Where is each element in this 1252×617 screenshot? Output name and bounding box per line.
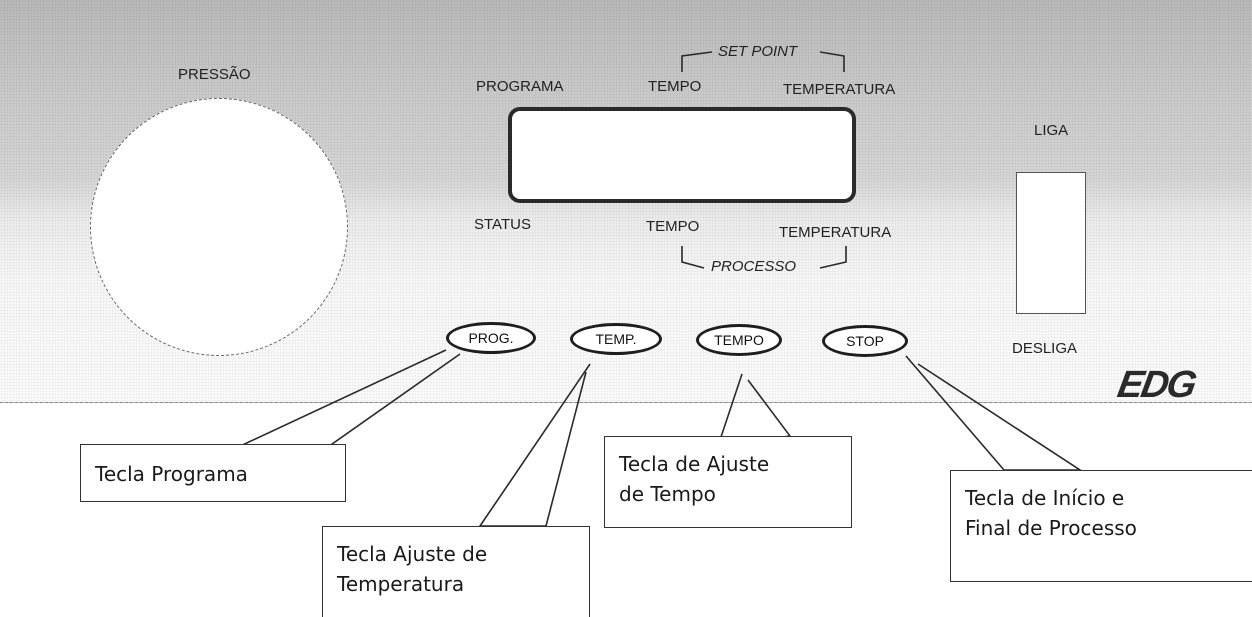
lcd-display [508,107,856,203]
process-group-label: PROCESSO [711,258,797,275]
callout-program-key: Tecla Programa [80,444,346,502]
tempo-key[interactable]: TEMPO [696,324,782,356]
process-time-label: TEMPO [646,218,700,235]
temp-key[interactable]: TEMP. [570,323,662,355]
callout-temperature-key: Tecla Ajuste de Temperatura [322,526,590,617]
callout-start-stop-key: Tecla de Início e Final de Processo [950,470,1252,582]
setpoint-group-label: SET POINT [718,43,798,60]
switch-off-label: DESLIGA [1012,340,1078,357]
setpoint-time-label: TEMPO [648,78,702,95]
program-label: PROGRAMA [476,78,564,95]
setpoint-temperature-label: TEMPERATURA [783,81,896,98]
process-temperature-label: TEMPERATURA [779,224,892,241]
power-switch[interactable] [1016,172,1086,314]
status-label: STATUS [474,216,531,233]
stop-key[interactable]: STOP [822,325,908,357]
pressure-label: PRESSÃO [178,66,251,83]
prog-key[interactable]: PROG. [446,322,536,354]
pressure-gauge [90,98,348,356]
switch-on-label: LIGA [1034,122,1069,139]
edg-logo: EDG [1114,364,1199,406]
callout-time-key: Tecla de Ajuste de Tempo [604,436,852,528]
